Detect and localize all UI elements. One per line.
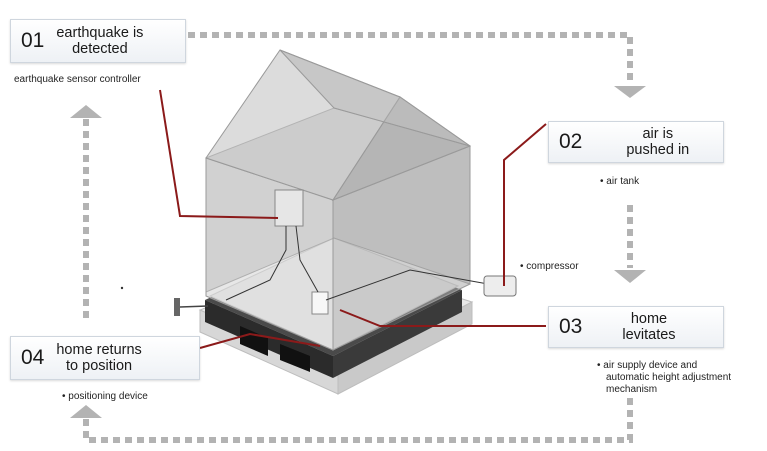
step-01-line2: detected [72,41,128,57]
air-supply-label: • air supply device and automatic height… [597,360,731,396]
step-02-title: air is pushed in [626,126,689,158]
positioning-label: • positioning device [62,391,148,403]
leader-03 [339,309,546,327]
arrowhead-down-1 [614,86,646,98]
step-01-box: 01 earthquake is detected [10,19,186,63]
step-03-line1: home [630,311,668,327]
sensor-label: earthquake sensor controller [14,74,141,85]
air-supply-line2: automatic height adjustment [606,372,732,383]
compressor-bullet: • [520,261,524,272]
flow-loop [83,32,633,443]
base-inset-2 [280,344,310,372]
arrowhead-up-bottom [70,405,102,418]
flow-bottom [83,398,633,443]
stray-dot [120,286,124,290]
house [174,49,517,351]
leader-02 [503,123,547,286]
step-02-number: 02 [559,130,583,153]
leader-04 [199,332,321,349]
step-04-line2: to position [66,358,133,374]
arrowhead-down-2 [614,270,646,283]
step-04-title: home returns to position [56,342,141,374]
step-03-title: home levitates [622,311,675,343]
positioning-text: positioning device [68,391,148,402]
positioning-device [174,298,180,316]
step-02-box: 02 air is pushed in [548,121,724,163]
step-04-box: 04 home returns to position [10,336,200,380]
flow-top [188,32,633,82]
step-01-title: earthquake is detected [56,25,143,57]
air-supply-bullet: • [597,360,601,371]
sensor-controller-box [274,189,304,227]
positioning-arm [179,305,209,308]
arrowhead-up-left [70,105,102,118]
step-02-line1: air is [642,126,674,142]
step-03-number: 03 [559,315,583,338]
air-tank-label: • air tank [600,176,639,188]
internal-wiring [225,225,489,301]
flow-arrowheads [70,86,646,418]
step-02-line2: pushed in [626,142,690,158]
air-supply-line1: air supply device and [603,360,698,371]
step-03-box: 03 home levitates [548,306,724,348]
step-01-line1: earthquake is [56,25,144,41]
air-tank-text: air tank [606,176,640,187]
step-03-line2: levitates [622,327,676,343]
compressor-label: • compressor [520,261,579,273]
compressor-unit [483,275,517,297]
base-slab-right [333,290,462,378]
leader-lines [159,89,547,349]
positioning-bullet: • [62,391,66,402]
leader-01 [159,89,279,219]
step-04-line1: home returns [56,342,142,358]
air-supply-unit [311,291,329,315]
step-01-number: 01 [21,29,45,52]
base-inset-1 [240,326,268,356]
air-tank-bullet: • [600,176,604,187]
compressor-text: compressor [526,261,579,272]
step-04-number: 04 [21,346,45,369]
roof-back [279,49,471,147]
air-supply-line3: mechanism [606,384,658,395]
